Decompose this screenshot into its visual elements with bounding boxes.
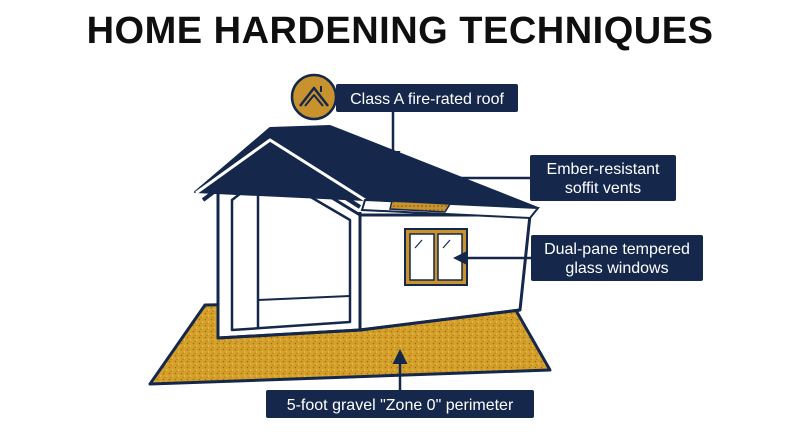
vents-label: Ember-resistant soffit vents <box>530 155 676 201</box>
house-roof-icon <box>290 73 338 121</box>
page-title: HOME HARDENING TECHNIQUES <box>86 10 714 52</box>
vents-label-line1: Ember-resistant <box>547 161 660 178</box>
gravel-label: 5-foot gravel "Zone 0" perimeter <box>266 390 534 418</box>
roof-label-text: Class A fire-rated roof <box>350 91 504 108</box>
windows-label-line2: glass windows <box>565 260 668 277</box>
gravel-label-text: 5-foot gravel "Zone 0" perimeter <box>287 397 514 414</box>
vents-label-line2: soffit vents <box>565 180 641 197</box>
windows-label: Dual-pane tempered glass windows <box>531 235 703 281</box>
vents-arrow <box>427 176 530 202</box>
soffit-vent <box>389 200 452 213</box>
windows-label-line1: Dual-pane tempered <box>544 241 690 258</box>
roof-label: Class A fire-rated roof <box>336 84 518 112</box>
